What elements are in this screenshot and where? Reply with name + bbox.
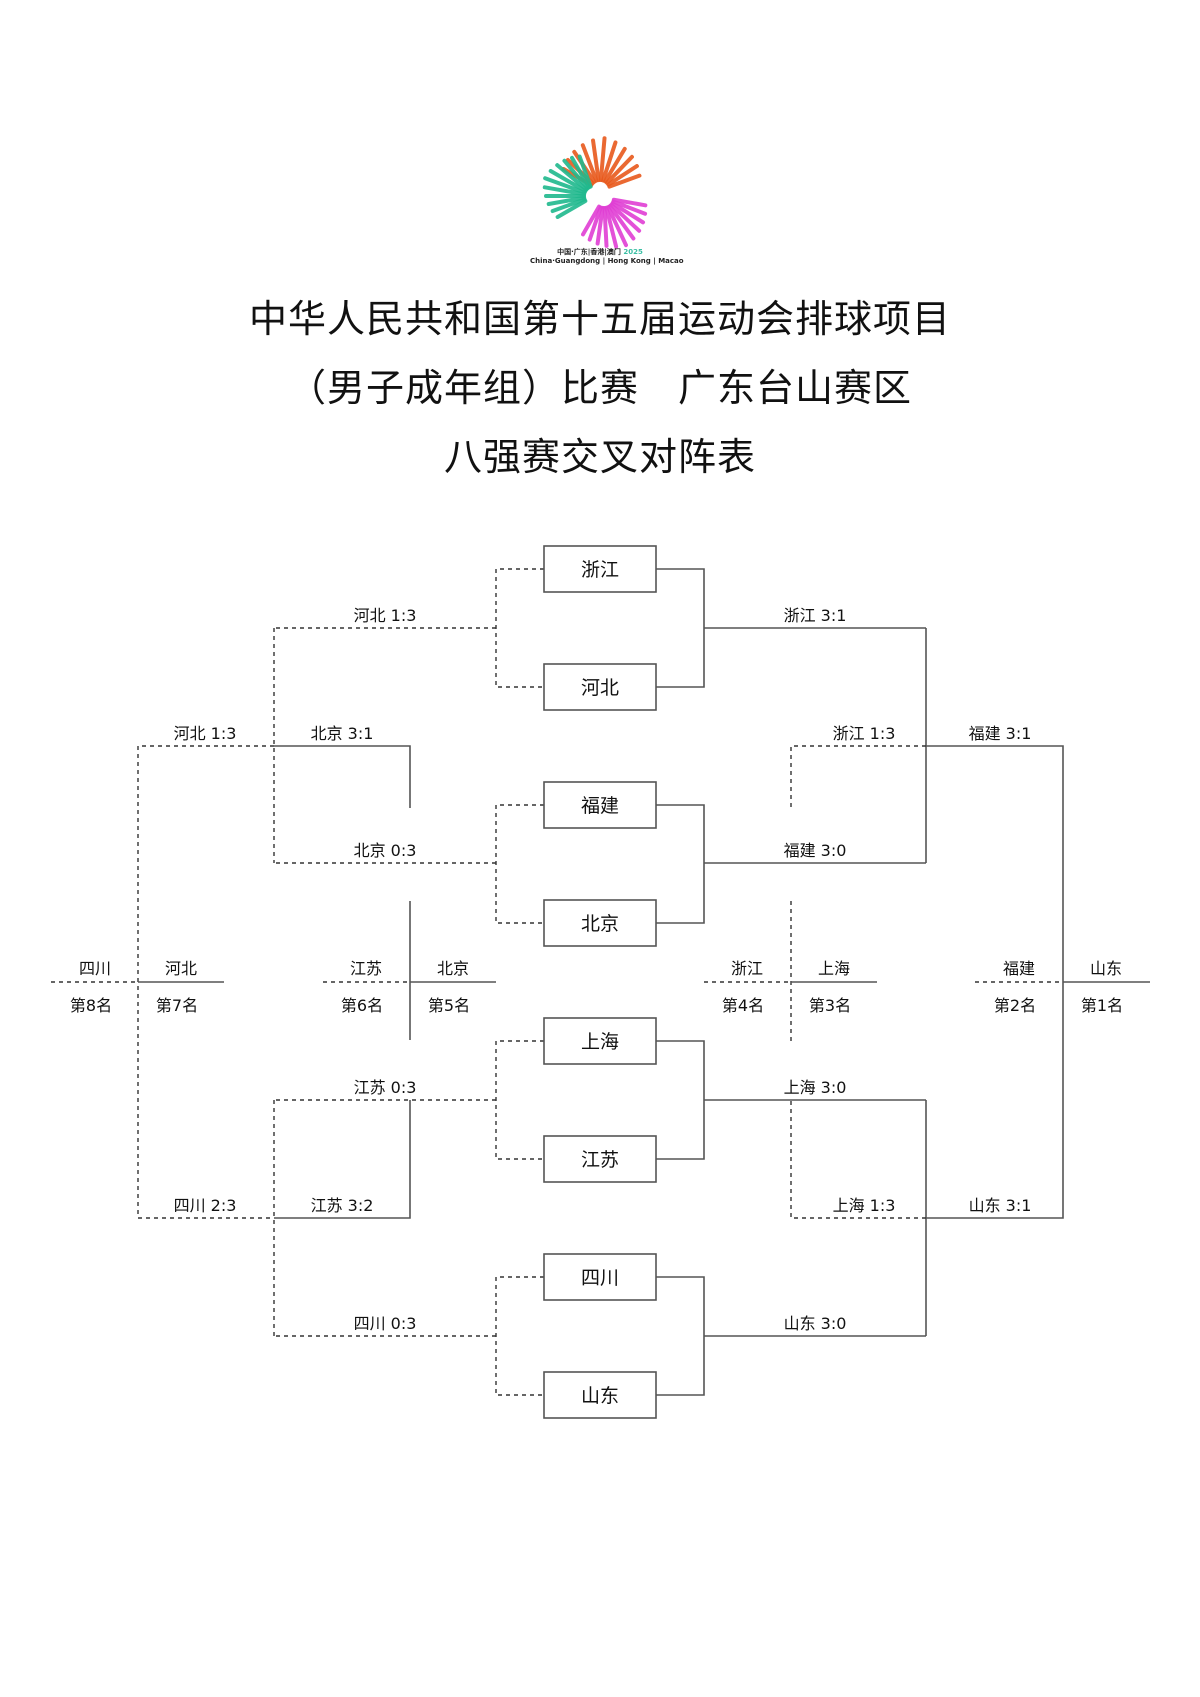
qf4-loser-link — [274, 1276, 544, 1396]
qf3-winner-score: 上海 3:0 — [784, 1078, 847, 1097]
qf4-winner-link — [656, 1276, 926, 1396]
sf1-loser-score: 浙江 1:3 — [833, 724, 896, 743]
ranking-place: 第3名 — [809, 996, 851, 1015]
team-name: 福建 — [581, 795, 619, 817]
ranking-team: 浙江 — [731, 959, 763, 978]
ranking-place: 第8名 — [70, 996, 112, 1015]
logo-petal-fan — [581, 197, 648, 249]
team-name: 浙江 — [581, 559, 619, 581]
cls-bottom-winner-line — [274, 1100, 411, 1219]
ranking-place: 第7名 — [156, 996, 198, 1015]
team-box: 四川 — [543, 1253, 657, 1301]
qf2-loser-link — [274, 804, 544, 924]
cls1-winner-score: 北京 3:1 — [311, 724, 374, 743]
sf2-winner-score: 山东 3:1 — [969, 1196, 1032, 1215]
team-name: 山东 — [581, 1385, 619, 1407]
qf2-loser-score: 北京 0:3 — [354, 841, 417, 860]
ranking-place: 第2名 — [994, 996, 1036, 1015]
qf4-winner-score: 山东 3:0 — [784, 1314, 847, 1333]
team-box-frame — [543, 1017, 657, 1065]
sf-top-loser-line — [790, 745, 926, 808]
ranking-place: 第5名 — [428, 996, 470, 1015]
ranking-team: 河北 — [165, 959, 197, 978]
team-box: 福建 — [543, 781, 657, 829]
qf3-loser-score: 江苏 0:3 — [354, 1078, 417, 1097]
team-box: 北京 — [543, 899, 657, 947]
cls2-loser-score: 四川 2:3 — [174, 1196, 237, 1215]
team-name: 上海 — [581, 1031, 619, 1053]
team-name: 江苏 — [581, 1149, 619, 1171]
bracket-lines — [51, 568, 1150, 1396]
ranking-team: 北京 — [437, 959, 469, 978]
team-box: 河北 — [543, 663, 657, 711]
page-title: 中华人民共和国第十五届运动会排球项目 — [248, 297, 951, 341]
team-box-frame — [543, 1135, 657, 1183]
ranking-team: 上海 — [818, 959, 850, 978]
cls2-winner-score: 江苏 3:2 — [311, 1196, 374, 1215]
team-box-frame — [543, 663, 657, 711]
logo-caption-en: China·Guangdong | Hong Kong | Macao — [530, 257, 684, 265]
ranking-place: 第1名 — [1081, 996, 1123, 1015]
team-name: 四川 — [581, 1267, 619, 1289]
team-box-frame — [543, 1371, 657, 1419]
logo-caption-year: 2025 — [623, 248, 643, 256]
logo-petal-fan — [542, 154, 593, 219]
qf2-winner-score: 福建 3:0 — [784, 841, 847, 860]
ranking-place: 第4名 — [722, 996, 764, 1015]
qf1-loser-score: 河北 1:3 — [354, 606, 417, 625]
ranking-team: 江苏 — [350, 959, 382, 978]
qf2-winner-link — [656, 804, 926, 924]
page-subtitle: （男子成年组）比赛 广东台山赛区 — [287, 366, 912, 410]
qf1-winner-link — [656, 568, 926, 688]
ranking-team: 福建 — [1003, 959, 1035, 978]
team-box-frame — [543, 899, 657, 947]
team-box-frame — [543, 781, 657, 829]
qf1-winner-score: 浙江 3:1 — [784, 606, 847, 625]
games-logo-icon — [542, 136, 648, 249]
qf3-loser-link — [274, 1040, 544, 1160]
logo-caption: 中国·广东|香港|澳门 2025 China·Guangdong | Hong … — [530, 248, 684, 266]
ranking-place: 第6名 — [341, 996, 383, 1015]
qf1-loser-link — [274, 568, 544, 688]
team-box: 上海 — [543, 1017, 657, 1065]
team-box: 江苏 — [543, 1135, 657, 1183]
logo-caption-cn: 中国·广东|香港|澳门 — [557, 248, 621, 256]
sf1-winner-score: 福建 3:1 — [969, 724, 1032, 743]
team-box-frame — [543, 1253, 657, 1301]
ranking-team: 四川 — [79, 959, 111, 978]
team-name: 河北 — [581, 677, 619, 699]
cls1-loser-score: 河北 1:3 — [174, 724, 237, 743]
team-box: 浙江 — [543, 545, 657, 593]
team-box: 山东 — [543, 1371, 657, 1419]
bracket-title: 八强赛交叉对阵表 — [443, 435, 756, 479]
sf2-loser-score: 上海 1:3 — [833, 1196, 896, 1215]
ranking-team: 山东 — [1090, 959, 1122, 978]
team-name: 北京 — [581, 913, 619, 935]
team-box-frame — [543, 545, 657, 593]
qf4-loser-score: 四川 0:3 — [354, 1314, 417, 1333]
cls-top-winner-line — [274, 745, 411, 808]
qf3-winner-link — [656, 1040, 926, 1160]
